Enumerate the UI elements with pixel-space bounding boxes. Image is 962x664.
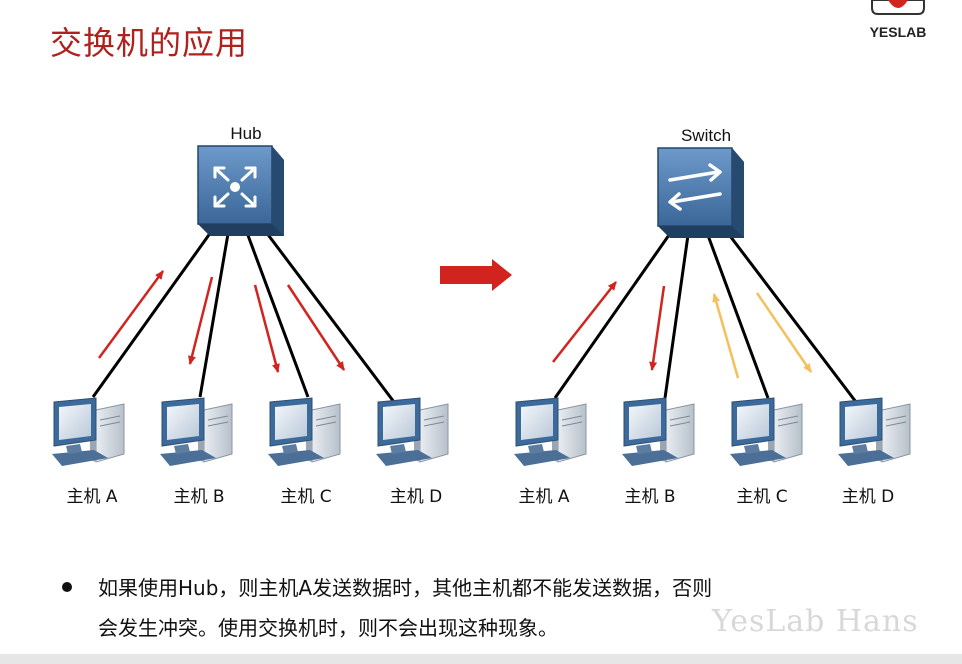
- bullet-text-line-1: 如果使用Hub，则主机A发送数据时，其他主机都不能发送数据，否则: [98, 576, 713, 600]
- switch-icon: [657, 147, 744, 238]
- hub-host-b-icon: [159, 397, 233, 467]
- page-title: 交换机的应用: [50, 24, 249, 62]
- switch-link-b: [663, 227, 691, 399]
- switch-arrows: [552, 281, 813, 379]
- switch-host-label: 主机 A: [518, 487, 569, 507]
- hub-host-a-icon: [51, 397, 125, 467]
- yeslab-logo: [871, 0, 925, 15]
- switch-host-d-icon: [837, 397, 911, 467]
- hub-link-c: [244, 229, 310, 398]
- switch-host-c-icon: [729, 397, 803, 467]
- switch-link-a: [553, 224, 678, 399]
- hub-link-b: [198, 227, 231, 398]
- network-diagram: Hub Switch 主机 A 主机 B 主机 C 主机 D 主机 A 主机 B…: [51, 124, 911, 507]
- logo-text: YESLAB: [869, 24, 927, 40]
- hub-diagram: [51, 145, 449, 467]
- switch-host-label: 主机 D: [842, 487, 895, 507]
- hub-link-a: [91, 224, 218, 398]
- bullet-text-line-2: 会发生冲突。使用交换机时，则不会出现这种现象。: [98, 616, 558, 640]
- hub-host-label: 主机 D: [390, 487, 443, 507]
- hub-host-label: 主机 A: [66, 487, 117, 507]
- hub-host-label: 主机 C: [280, 487, 331, 507]
- switch-host-label: 主机 B: [624, 487, 675, 507]
- watermark: YesLab Hans: [712, 604, 919, 639]
- hub-link-d: [261, 227, 396, 403]
- switch-host-a-icon: [513, 397, 587, 467]
- switch-label: Switch: [681, 126, 731, 145]
- transition-arrow-icon: [440, 259, 512, 291]
- hub-icon: [197, 145, 284, 236]
- switch-diagram: [513, 147, 911, 467]
- switch-host-b-icon: [621, 397, 695, 467]
- switch-link-c: [704, 229, 770, 399]
- switch-host-label: 主机 C: [736, 487, 787, 507]
- bullet-icon: [62, 582, 72, 592]
- bottom-bar: [0, 654, 962, 664]
- hub-red-arrows: [97, 270, 346, 373]
- hub-host-label: 主机 B: [173, 487, 224, 507]
- hub-host-c-icon: [267, 397, 341, 467]
- switch-link-d: [722, 227, 858, 403]
- hub-host-d-icon: [375, 397, 449, 467]
- hub-label: Hub: [230, 124, 261, 143]
